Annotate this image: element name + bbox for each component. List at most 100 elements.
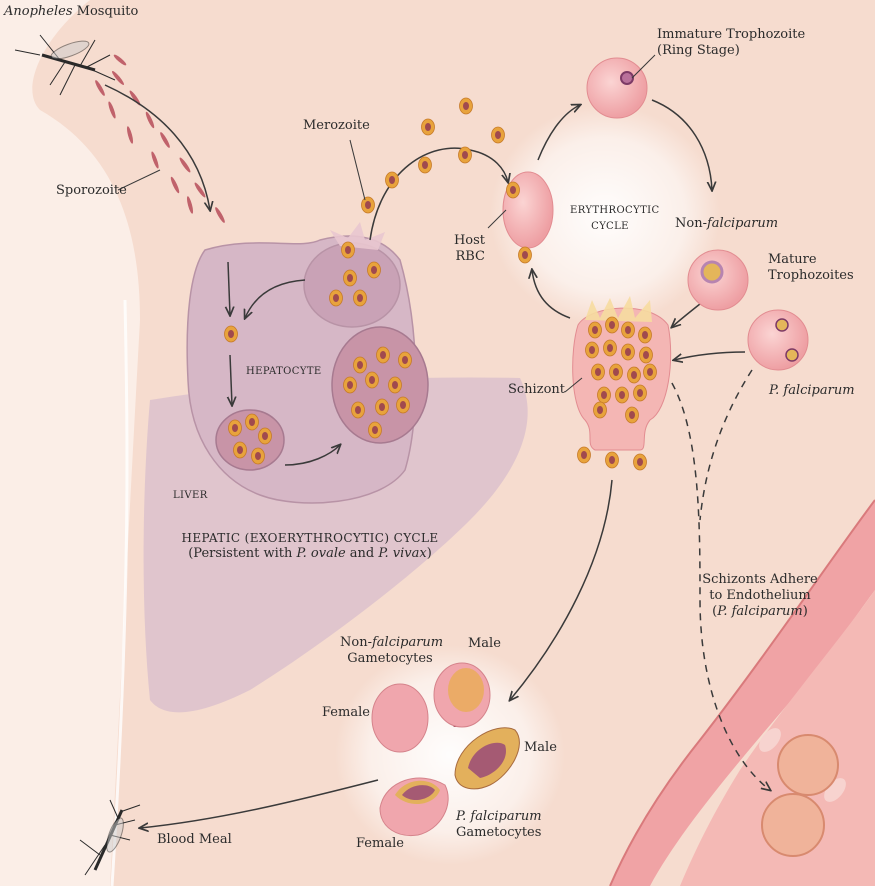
label-liver: LIVER	[173, 488, 208, 504]
hepatic-line2-ovale: P. ovale	[297, 546, 346, 561]
parasite-core	[510, 186, 516, 194]
nonfalc-gam-pre: Non-	[340, 635, 372, 650]
parasite-core	[631, 371, 637, 379]
parasite-core	[495, 131, 501, 139]
label-hepatic-cycle-line2: (Persistent with P. ovale and P. vivax)	[160, 546, 460, 562]
parasite-core	[625, 348, 631, 356]
parasite-core	[629, 411, 635, 419]
label-hepatic-cycle-line1: HEPATIC (EXOERYTHROCYTIC) CYCLE	[160, 530, 460, 546]
parasite-core	[389, 176, 395, 184]
parasite-core	[372, 426, 378, 434]
parasite-core	[400, 401, 406, 409]
label-schizonts-adhere-line3: (P. falciparum)	[700, 604, 820, 620]
label-mature-trophozoites-line2: Trophozoites	[768, 268, 854, 284]
parasite-core	[462, 151, 468, 159]
label-immature-trophozoite-line1: Immature Trophozoite	[657, 27, 805, 43]
parasite-core	[333, 294, 339, 302]
label-erythrocytic-cycle: ERYTHROCYTIC CYCLE	[570, 203, 650, 235]
label-pfalc-gametocytes-line2: Gametocytes	[456, 825, 542, 841]
parasite-core	[592, 326, 598, 334]
label-non-falciparum-trophozoite: Non-falciparum	[675, 216, 778, 232]
parasite-core	[637, 389, 643, 397]
label-male-top: Male	[468, 636, 501, 652]
nonfalc-gam-italic: falciparum	[372, 635, 443, 650]
label-erythrocytic-cycle-line2: CYCLE	[570, 219, 650, 235]
parasite-core	[392, 381, 398, 389]
label-non-falciparum-trophozoite-italic: falciparum	[707, 216, 778, 231]
label-non-falciparum-trophozoite-pre: Non-	[675, 216, 707, 231]
parasite-core	[369, 376, 375, 384]
parasite-core	[607, 344, 613, 352]
parasite-core	[609, 456, 615, 464]
label-blood-meal: Blood Meal	[157, 832, 232, 848]
hepatic-line2-mid: and	[346, 546, 379, 561]
parasite-core	[347, 381, 353, 389]
label-female-bottom: Female	[356, 836, 404, 852]
parasite-core	[613, 368, 619, 376]
adhere-post: )	[803, 604, 808, 619]
parasite-core	[643, 351, 649, 359]
label-mosquito: Anopheles Mosquito	[4, 4, 138, 20]
label-nonfalc-gametocytes-line2: Gametocytes	[340, 651, 440, 667]
label-immature-trophozoite: Immature Trophozoite (Ring Stage)	[657, 27, 805, 59]
pfalc-gam-italic: P. falciparum	[456, 809, 542, 824]
parasite-core	[581, 451, 587, 459]
parasite-core	[402, 356, 408, 364]
parasite-core	[522, 251, 528, 259]
label-mature-trophozoites-line1: Mature	[768, 252, 854, 268]
parasite-core	[589, 346, 595, 354]
parasite-core	[609, 321, 615, 329]
label-schizonts-adhere-line2: to Endothelium	[700, 588, 820, 604]
parasite-core	[249, 418, 255, 426]
parasite-core	[425, 123, 431, 131]
label-host-rbc-line2: RBC	[440, 249, 485, 265]
parasite-core	[647, 368, 653, 376]
label-hepatocyte: HEPATOCYTE	[246, 364, 322, 380]
parasite-core	[228, 330, 234, 338]
hepatocyte-cell	[187, 222, 428, 503]
parasite-core	[642, 331, 648, 339]
label-merozoite: Merozoite	[303, 118, 370, 134]
parasite-core	[595, 368, 601, 376]
label-schizonts-adhere-line1: Schizonts Adhere	[700, 572, 820, 588]
parasite-core	[262, 432, 268, 440]
adhere-italic: P. falciparum	[717, 604, 803, 619]
parasite-core	[365, 201, 371, 209]
label-schizonts-adhere: Schizonts Adhere to Endothelium (P. falc…	[700, 572, 820, 620]
parasite-core	[619, 391, 625, 399]
label-nonfalc-gametocytes-line1: Non-falciparum	[340, 635, 440, 651]
parasite-core	[357, 294, 363, 302]
label-erythrocytic-cycle-line1: ERYTHROCYTIC	[570, 203, 650, 219]
parasite-core	[463, 102, 469, 110]
parasite-core	[371, 266, 377, 274]
parasite-core	[357, 361, 363, 369]
label-pfalc-gametocytes-line1: P. falciparum	[456, 809, 542, 825]
hepatic-line2-pre: (Persistent with	[188, 546, 296, 561]
label-hepatic-cycle: HEPATIC (EXOERYTHROCYTIC) CYCLE (Persist…	[160, 530, 460, 562]
hepatic-line2-vivax: P. vivax	[378, 546, 426, 561]
label-schizont: Schizont	[508, 382, 565, 398]
label-female-left: Female	[322, 705, 370, 721]
parasite-core	[355, 406, 361, 414]
label-p-falciparum-trophozoite-italic: P. falciparum	[769, 383, 855, 398]
parasite-core	[380, 351, 386, 359]
label-p-falciparum-trophozoite: P. falciparum	[769, 383, 855, 399]
hepatic-line2-post: )	[427, 546, 432, 561]
label-host-rbc: Host RBC	[440, 233, 485, 265]
label-mosquito-rest: Mosquito	[73, 4, 139, 19]
label-nonfalc-gametocytes: Non-falciparum Gametocytes	[340, 635, 440, 667]
parasite-core	[237, 446, 243, 454]
parasite-core	[422, 161, 428, 169]
label-sporozoite: Sporozoite	[56, 183, 127, 199]
parasite-core	[232, 424, 238, 432]
parasite-core	[255, 452, 261, 460]
parasite-core	[601, 391, 607, 399]
label-mature-trophozoites: Mature Trophozoites	[768, 252, 854, 284]
label-mosquito-genus: Anopheles	[4, 4, 73, 19]
parasite-core	[637, 458, 643, 466]
parasite-core	[625, 326, 631, 334]
parasite-core	[597, 406, 603, 414]
parasite-core	[379, 403, 385, 411]
